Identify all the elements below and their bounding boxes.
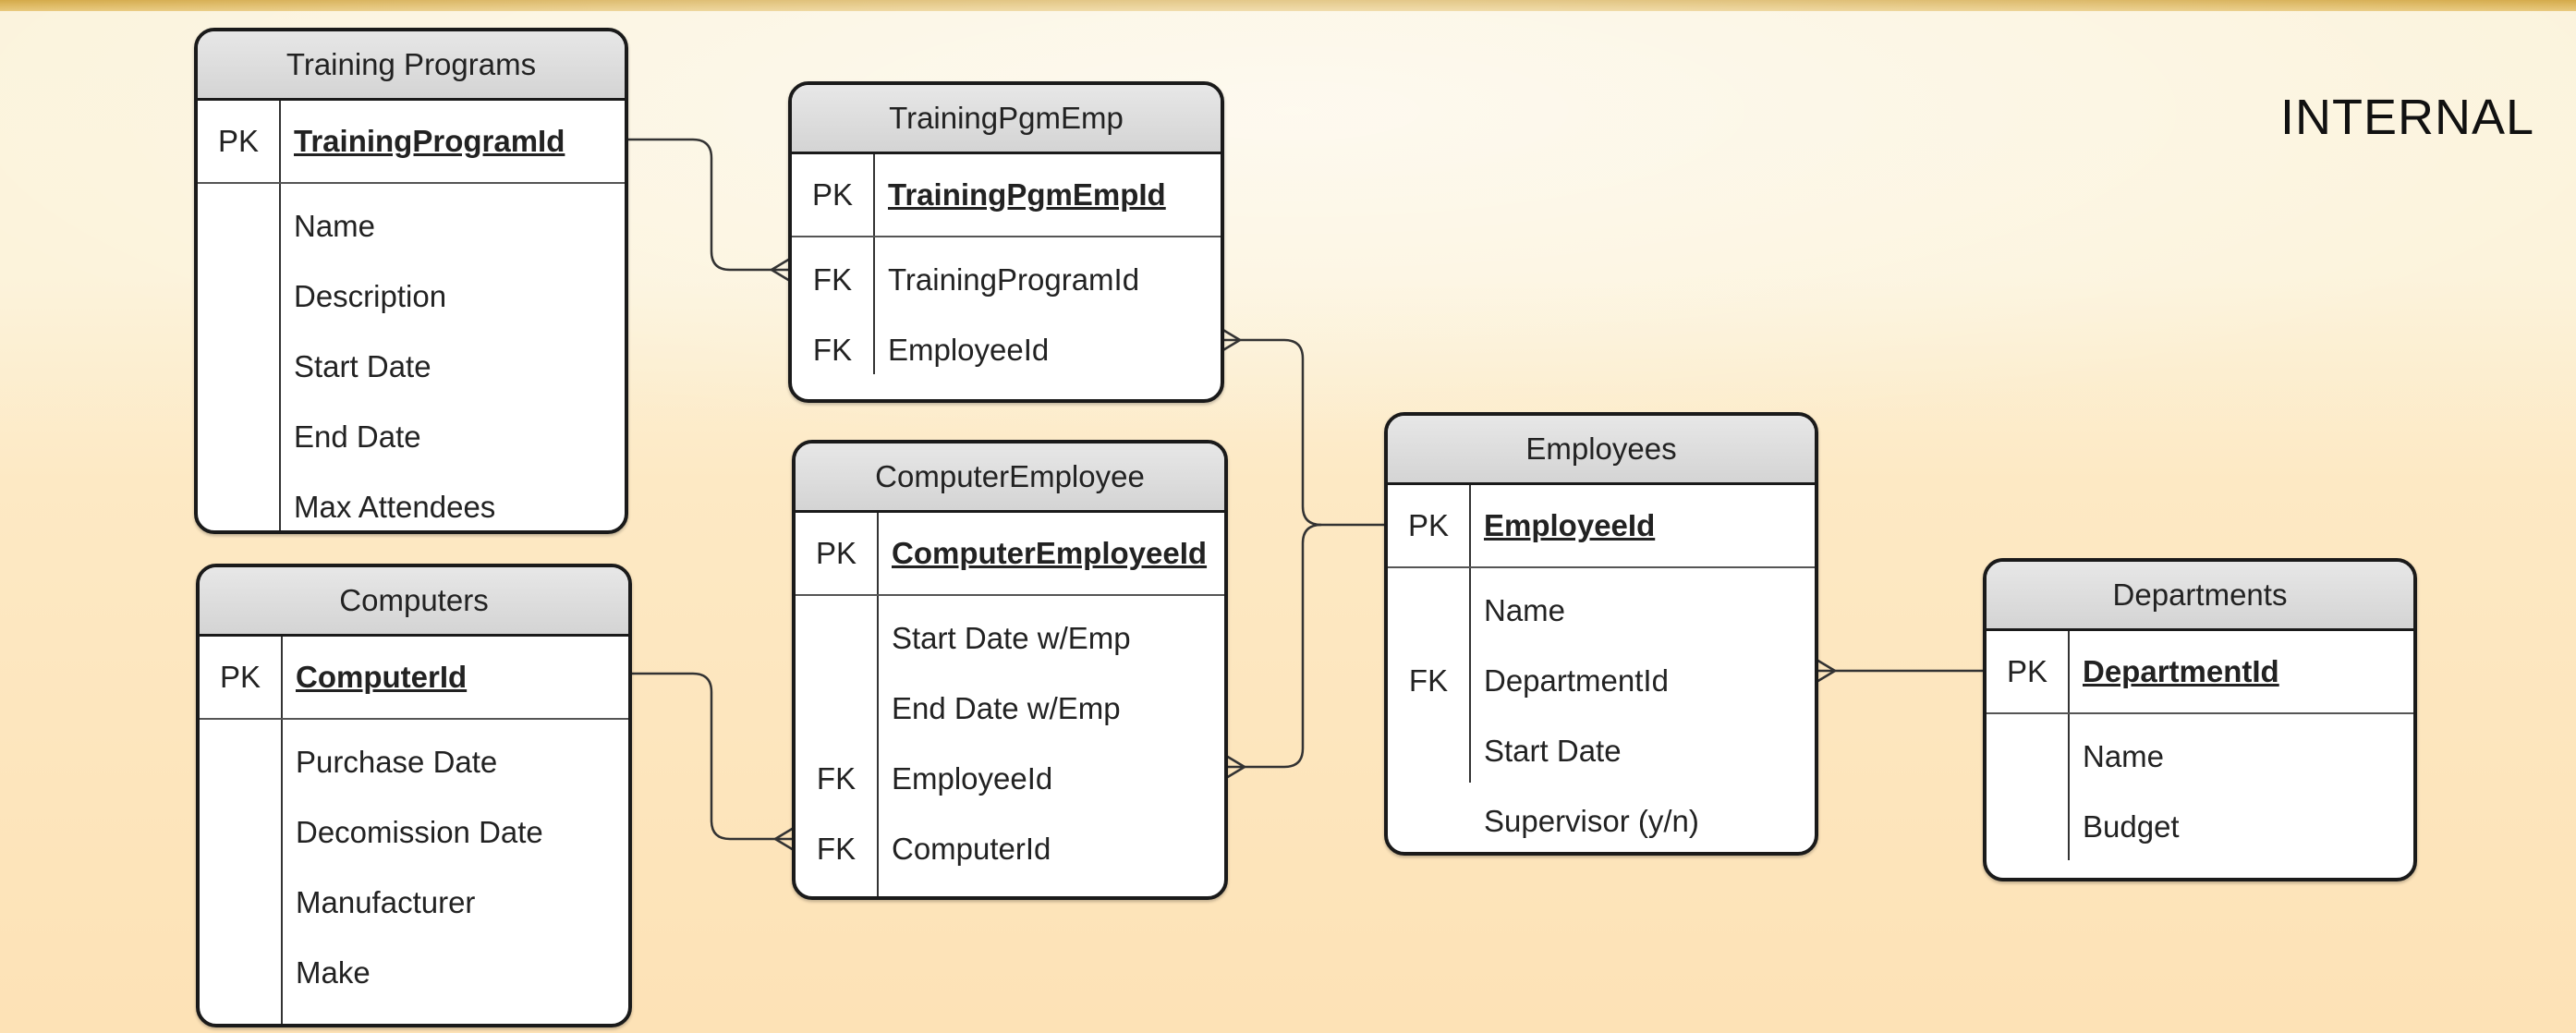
field-name: EmployeeId — [892, 761, 1053, 796]
field-name: TrainingProgramId — [888, 262, 1140, 297]
field-row[interactable]: FK ComputerId — [796, 814, 1224, 884]
entity-computers[interactable]: Computers PK ComputerId Purchase Date De… — [196, 564, 632, 1027]
field-name: Decomission Date — [296, 815, 543, 849]
field-name: EmployeeId — [888, 333, 1050, 367]
field-row[interactable]: Supervisor (y/n) — [1388, 786, 1815, 852]
field-name: Max Attendees — [294, 490, 496, 524]
field-name: Name — [1484, 593, 1566, 627]
field-row[interactable]: FK DepartmentId — [1388, 646, 1815, 716]
field-name: Manufacturer — [296, 885, 476, 919]
crowfoot-employees-departmentid — [1816, 658, 1836, 684]
entity-title: Computers — [200, 567, 628, 637]
entity-training-programs[interactable]: Training Programs PK TrainingProgramId N… — [194, 28, 628, 534]
field-name: ComputerId — [892, 832, 1051, 866]
field-name: Start Date w/Emp — [892, 621, 1131, 655]
field-name: End Date w/Emp — [892, 691, 1121, 725]
field-name: DepartmentId — [1484, 663, 1669, 698]
field-name: Name — [2083, 739, 2165, 773]
pk-marker: PK — [217, 124, 260, 158]
entity-title: Training Programs — [198, 31, 625, 101]
field-row[interactable]: Max Attendees — [198, 472, 625, 530]
field-name: Purchase Date — [296, 745, 498, 779]
entity-title: ComputerEmployee — [796, 444, 1224, 513]
entity-training-pgm-emp[interactable]: TrainingPgmEmp PK TrainingPgmEmpId FK Tra… — [788, 81, 1224, 403]
field-row[interactable]: Start Date w/Emp — [796, 603, 1224, 674]
field-name: Start Date — [294, 349, 431, 383]
pk-marker: PK — [2006, 654, 2048, 688]
primary-key-row[interactable]: PK ComputerEmployeeId — [796, 513, 1224, 594]
primary-key-row[interactable]: PK DepartmentId — [1987, 631, 2413, 712]
entity-employees[interactable]: Employees PK EmployeeId Name FK Departmen… — [1384, 412, 1818, 856]
field-row[interactable]: Name — [198, 191, 625, 261]
field-row[interactable]: FK EmployeeId — [796, 744, 1224, 814]
key-marker: FK — [812, 262, 853, 297]
crowfoot-computeremployee-employeeid — [1225, 754, 1245, 780]
field-name: Make — [296, 955, 371, 990]
internal-label: INTERNAL — [2279, 90, 2534, 145]
pk-field-name: ComputerId — [296, 660, 468, 694]
field-row[interactable]: Name — [1388, 576, 1815, 646]
field-row[interactable]: Start Date — [1388, 716, 1815, 786]
key-marker: FK — [1408, 663, 1449, 698]
pk-field-name: EmployeeId — [1484, 508, 1656, 542]
entity-title: Employees — [1388, 416, 1815, 485]
field-row[interactable]: Description — [198, 261, 625, 332]
link-computeremployee-employees — [1226, 523, 1322, 769]
entity-computer-employee[interactable]: ComputerEmployee PK ComputerEmployeeId S… — [792, 440, 1228, 900]
pk-marker: PK — [811, 177, 854, 212]
field-name: Budget — [2083, 809, 2180, 844]
field-row[interactable]: Manufacturer — [200, 868, 628, 938]
field-row[interactable]: FK EmployeeId — [792, 315, 1221, 385]
field-name: Supervisor (y/n) — [1484, 804, 1699, 838]
field-row[interactable]: Budget — [1987, 792, 2413, 862]
entity-title: Departments — [1987, 562, 2413, 631]
key-marker: FK — [816, 761, 857, 796]
primary-key-row[interactable]: PK TrainingPgmEmpId — [792, 154, 1221, 236]
pk-marker: PK — [219, 660, 261, 694]
field-row[interactable]: Purchase Date — [200, 727, 628, 797]
field-name: Name — [294, 209, 376, 243]
pk-marker: PK — [815, 536, 857, 570]
field-row[interactable]: End Date w/Emp — [796, 674, 1224, 744]
primary-key-row[interactable]: PK TrainingProgramId — [198, 101, 625, 182]
field-row[interactable]: Start Date — [198, 332, 625, 402]
entity-title: TrainingPgmEmp — [792, 85, 1221, 154]
key-marker: FK — [812, 333, 853, 367]
field-row[interactable]: Decomission Date — [200, 797, 628, 868]
primary-key-row[interactable]: PK EmployeeId — [1388, 485, 1815, 566]
crowfoot-trainingpgmemp-trainingprogramid — [771, 257, 791, 283]
field-row[interactable]: FK TrainingProgramId — [792, 245, 1221, 315]
entity-departments[interactable]: Departments PK DepartmentId Name Budget — [1983, 558, 2417, 881]
field-row[interactable]: Make — [200, 938, 628, 1008]
crowfoot-trainingpgmemp-employeeid — [1221, 327, 1241, 353]
pk-field-name: TrainingPgmEmpId — [888, 177, 1166, 212]
field-name: End Date — [294, 419, 421, 454]
key-marker: FK — [816, 832, 857, 866]
field-name: Start Date — [1484, 734, 1622, 768]
pk-field-name: DepartmentId — [2083, 654, 2279, 688]
pk-field-name: ComputerEmployeeId — [892, 536, 1208, 570]
field-name: Description — [294, 279, 447, 313]
field-row[interactable]: Name — [1987, 722, 2413, 792]
field-row[interactable]: End Date — [198, 402, 625, 472]
link-trainingpgmemp-employees — [1221, 338, 1386, 527]
link-trainingprogram-trainingpgmemp — [626, 138, 790, 272]
primary-key-row[interactable]: PK ComputerId — [200, 637, 628, 718]
pk-field-name: TrainingProgramId — [294, 124, 565, 158]
link-computers-computeremployee — [630, 672, 794, 841]
crowfoot-computeremployee-computerid — [774, 826, 795, 852]
pk-marker: PK — [1407, 508, 1450, 542]
